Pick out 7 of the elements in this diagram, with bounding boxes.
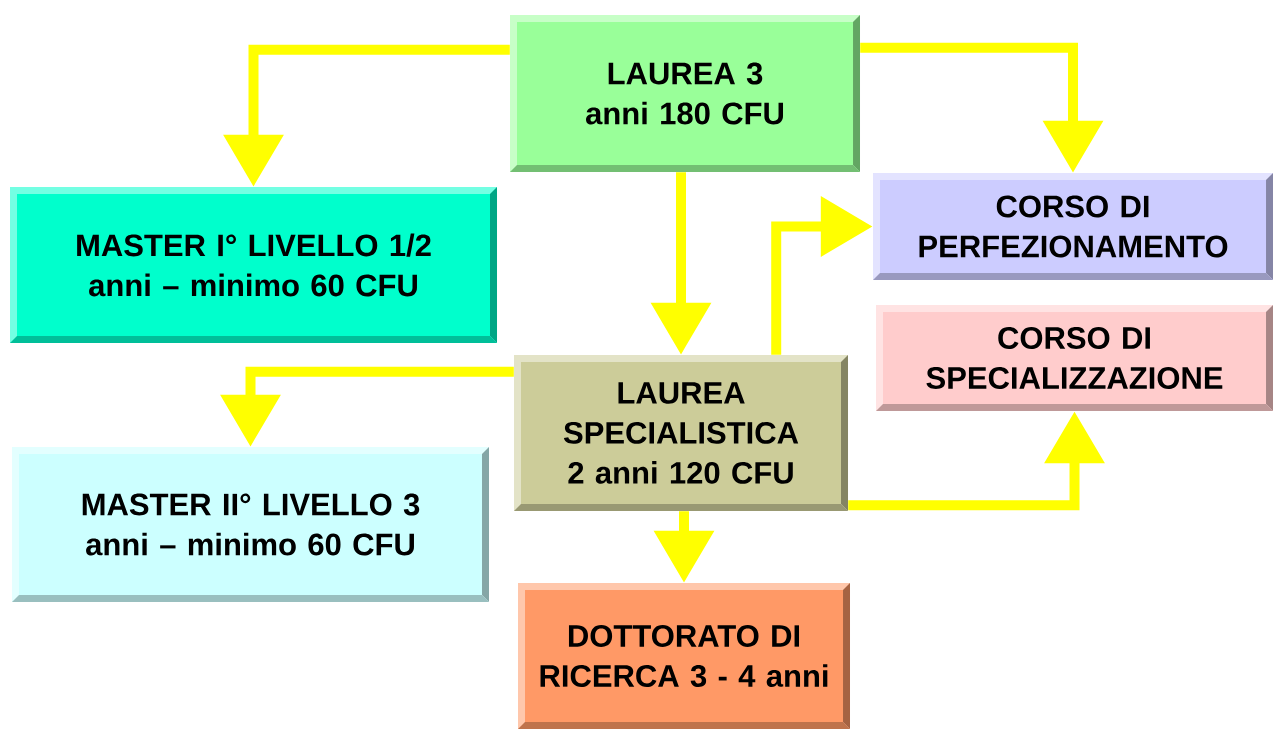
process-box: MASTER I° LIVELLO 1/2 anni – minimo 60 CFU xyxy=(10,187,497,343)
process-box: CORSO DI SPECIALIZZAZIONE xyxy=(876,305,1273,411)
process-box: DOTTORATO DI RICERCA 3 - 4 anni xyxy=(518,583,850,729)
process-box: LAUREA 3 anni 180 CFU xyxy=(510,15,860,172)
process-box: LAUREA SPECIALISTICA 2 anni 120 CFU xyxy=(514,355,848,511)
process-box: MASTER II° LIVELLO 3 anni – minimo 60 CFU xyxy=(12,447,489,602)
process-box: CORSO DI PERFEZIONAMENTO xyxy=(873,173,1273,280)
